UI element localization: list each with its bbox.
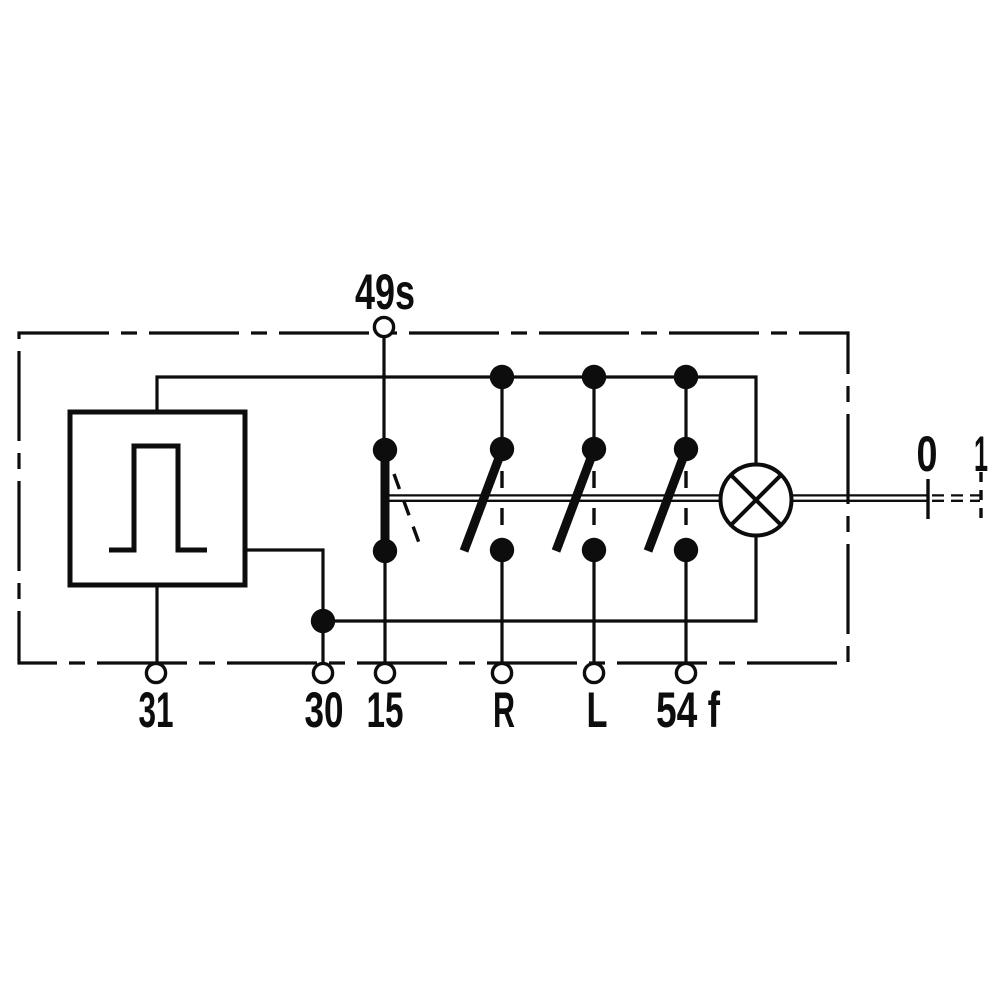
terminal-circle-54f: [674, 661, 698, 685]
junction-dot: [489, 364, 515, 390]
terminal-label-54f: 54 f: [656, 682, 720, 738]
terminal-circle-30: [311, 661, 335, 685]
junction-dot: [673, 364, 699, 390]
position-label-0: 0: [917, 426, 938, 482]
contact-dot: [673, 537, 699, 563]
terminal-circle-r: [490, 661, 514, 685]
junction-dot: [581, 364, 607, 390]
contact-dot: [489, 436, 515, 462]
contact-dot: [673, 436, 699, 462]
mechanical-link-bar-dashed: [932, 494, 980, 502]
mechanical-link-bar: [381, 494, 928, 502]
pulse-signal-icon: [109, 443, 207, 553]
switch-alt-position-15: [392, 473, 424, 552]
switch-lever-54f: [643, 448, 691, 553]
terminal-label-49s: 49s: [355, 264, 415, 320]
terminal-label-30: 30: [305, 682, 344, 738]
indicator-lamp-icon: [718, 462, 794, 538]
wire-bottom-bus: [323, 536, 758, 623]
terminal-circle-31: [144, 661, 168, 685]
terminal-circle-15: [373, 661, 397, 685]
contact-dot: [581, 537, 607, 563]
switch-lever-l: [551, 448, 599, 553]
position-label-1: 1: [974, 426, 988, 482]
terminal-circle-l: [582, 661, 606, 685]
lamp-cross: [729, 473, 783, 527]
contact-dot: [581, 436, 607, 462]
flasher-relay-box: [67, 409, 248, 588]
terminal-circle-49s: [372, 315, 396, 339]
terminal-label-31: 31: [139, 682, 174, 738]
wire-30-lead: [245, 548, 325, 664]
terminal-label-15: 15: [367, 682, 404, 738]
junction-dot: [310, 608, 336, 634]
contact-dot: [372, 437, 398, 463]
switch-lever-r: [459, 448, 507, 553]
contact-dot: [372, 538, 398, 564]
wire-top-bus: [155, 375, 758, 466]
terminal-label-l: L: [587, 682, 608, 738]
terminal-circles: [144, 315, 698, 685]
enclosure-border: [17, 331, 850, 665]
junction-dots: [310, 364, 699, 634]
terminal-label-r: R: [493, 682, 515, 738]
contact-dot: [489, 537, 515, 563]
